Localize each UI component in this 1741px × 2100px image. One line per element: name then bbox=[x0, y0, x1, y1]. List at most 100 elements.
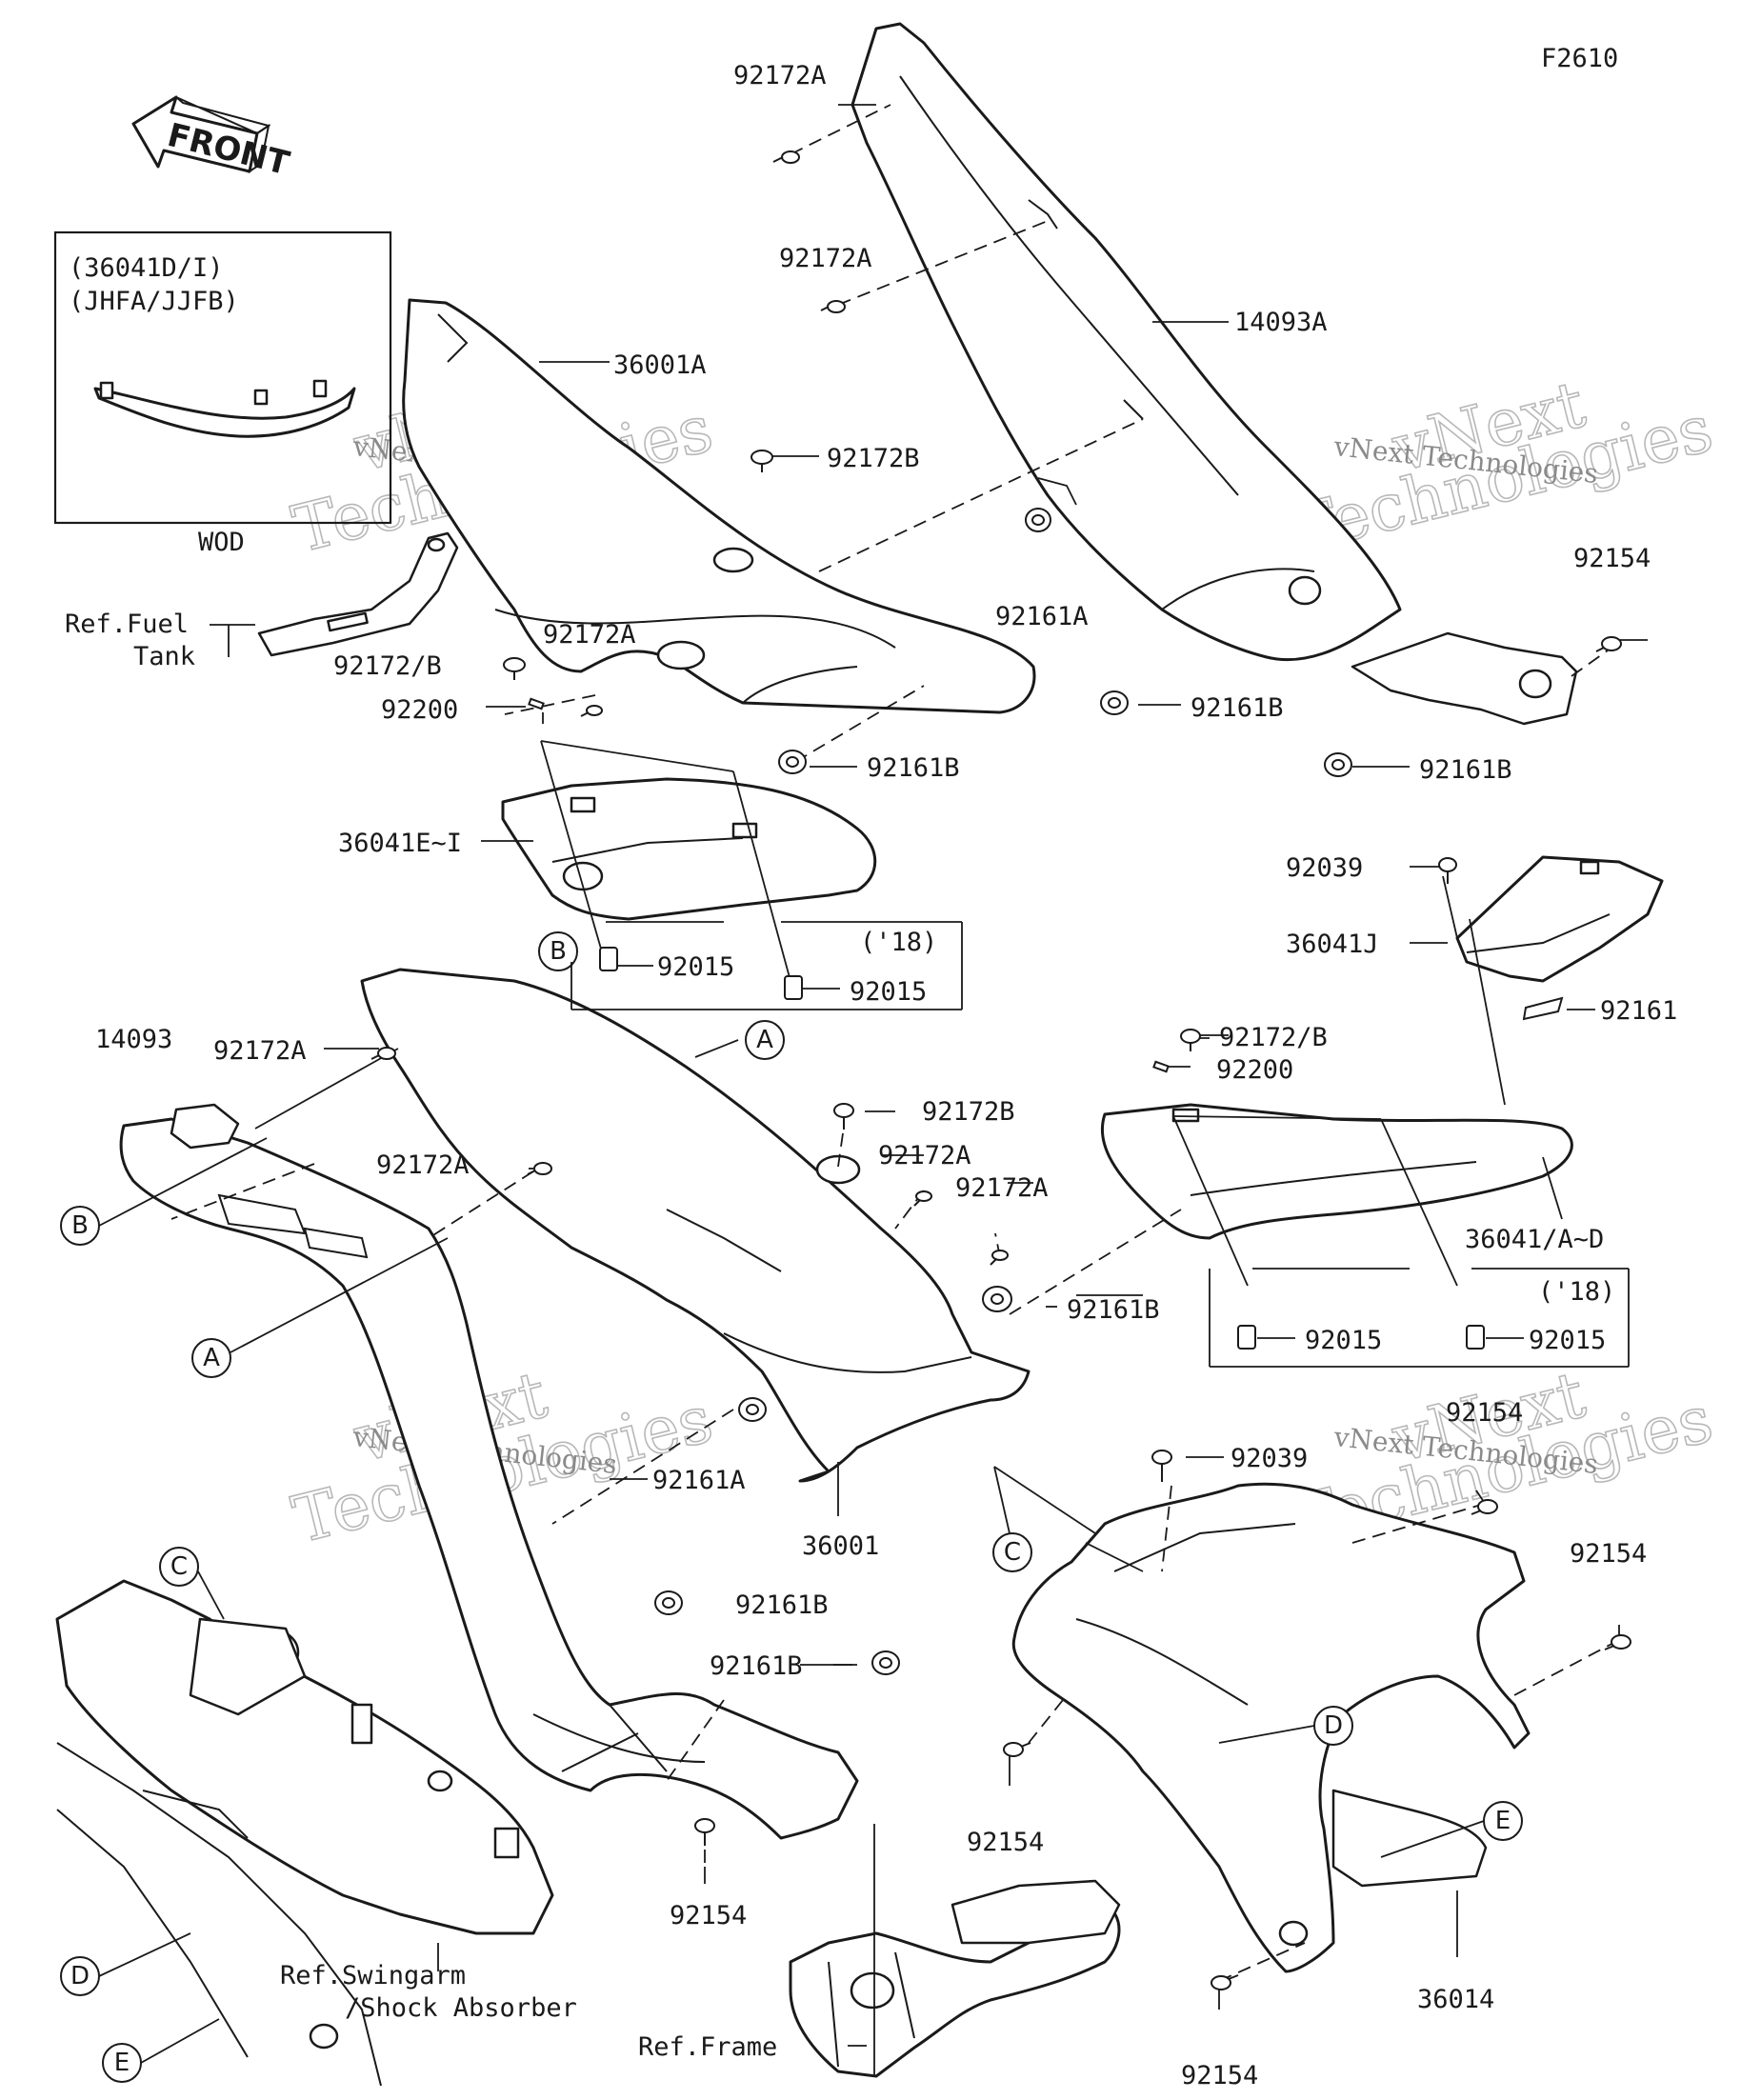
clip-icon bbox=[599, 947, 618, 971]
label-92154-bottom: 92154 bbox=[1181, 2061, 1258, 2090]
inset-caption: WOD bbox=[198, 528, 245, 557]
label-92172-B-left: 92172/B bbox=[333, 651, 442, 681]
leader-lines bbox=[98, 104, 1648, 2076]
callout-E-right: E bbox=[1483, 1801, 1523, 1841]
label-92200-right: 92200 bbox=[1216, 1055, 1293, 1085]
label-92172B-center: 92172B bbox=[922, 1097, 1015, 1127]
callout-E-left: E bbox=[102, 2043, 142, 2083]
label-92161B-right-1: 92161B bbox=[1191, 693, 1284, 723]
clip-icon bbox=[1466, 1325, 1485, 1350]
label-14093: 14093 bbox=[95, 1025, 172, 1054]
callout-C-left: C bbox=[159, 1547, 199, 1587]
fuel-tank-bracket bbox=[257, 531, 459, 657]
screw-icon bbox=[580, 705, 603, 717]
label-92015-a: 92015 bbox=[657, 952, 734, 982]
svg-text:E: E bbox=[1495, 1807, 1511, 1835]
inset-variant-box: (36041D/I) (JHFA/JJFB) WOD bbox=[53, 230, 392, 557]
callout-D-left: D bbox=[60, 1956, 100, 1996]
svg-text:A: A bbox=[203, 1344, 220, 1372]
label-92200-left: 92200 bbox=[381, 695, 458, 725]
label-92161B-right-2: 92161B bbox=[1419, 755, 1512, 785]
label-92154-right-2: 92154 bbox=[1570, 1539, 1647, 1569]
screw-icon bbox=[503, 657, 526, 680]
callout-A-left: A bbox=[191, 1338, 231, 1378]
label-92154-low: 92154 bbox=[670, 1901, 747, 1930]
callout-circles: B A B A C C D E bbox=[60, 931, 1523, 2083]
label-92039-right: 92039 bbox=[1286, 853, 1363, 883]
label-92015-d: 92015 bbox=[1529, 1326, 1606, 1355]
swingarm-frame bbox=[55, 1579, 554, 2087]
label-36014: 36014 bbox=[1417, 1985, 1494, 2014]
callout-A-upper: A bbox=[745, 1020, 785, 1060]
cover-14093 bbox=[119, 1103, 859, 1840]
label-ref-swingarm-2: /Shock Absorber bbox=[345, 1993, 577, 2023]
label-92015-c: 92015 bbox=[1305, 1326, 1382, 1355]
grommet-icon bbox=[982, 1286, 1012, 1312]
label-92172A-center-2: 92172A bbox=[955, 1173, 1049, 1203]
label-92039-low: 92039 bbox=[1231, 1444, 1308, 1473]
screw-icon bbox=[1471, 1499, 1498, 1515]
fasteners bbox=[370, 150, 1631, 1990]
grommet-icon bbox=[738, 1397, 767, 1422]
screw-icon bbox=[1151, 1450, 1172, 1482]
svg-text:D: D bbox=[70, 1962, 90, 1990]
callout-B-left: B bbox=[60, 1206, 100, 1246]
front-arrow-icon: FRONT bbox=[131, 95, 293, 183]
screw-icon bbox=[527, 1162, 552, 1175]
screw-icon bbox=[1003, 1742, 1031, 1757]
cover-36001A bbox=[402, 298, 1036, 714]
pin-icon bbox=[528, 697, 545, 710]
cover-36001 bbox=[360, 968, 1031, 1483]
label-ref-fuel-tank-1: Ref.Fuel bbox=[65, 610, 189, 639]
inset-line-1: (36041D/I) bbox=[69, 253, 224, 283]
label-36041E-I: 36041E~I bbox=[338, 829, 462, 858]
svg-text:D: D bbox=[1324, 1711, 1343, 1740]
grommet-icon bbox=[778, 750, 807, 774]
svg-text:C: C bbox=[1004, 1538, 1021, 1567]
screw-icon bbox=[370, 1047, 396, 1060]
pin-icon bbox=[1152, 1060, 1170, 1073]
svg-text:B: B bbox=[550, 937, 567, 966]
label-92161A-top: 92161A bbox=[995, 602, 1089, 631]
inset-line-2: (JHFA/JJFB) bbox=[69, 287, 239, 316]
label-14093A: 14093A bbox=[1234, 308, 1328, 337]
label-18-right: ('18) bbox=[1538, 1277, 1615, 1307]
label-36001: 36001 bbox=[802, 1531, 879, 1561]
grommet-icon bbox=[1100, 690, 1129, 715]
label-92161A-low: 92161A bbox=[652, 1466, 746, 1495]
screw-icon bbox=[913, 1190, 932, 1207]
side-piece-36041-A-D bbox=[1100, 1103, 1573, 1240]
label-92172A-left-2: 92172A bbox=[376, 1150, 470, 1180]
label-92172-B-right: 92172/B bbox=[1219, 1023, 1328, 1052]
callout-C-right: C bbox=[992, 1532, 1032, 1572]
screw-icon bbox=[1604, 1634, 1631, 1650]
part-labels: 92172A 92172A 14093A 36001A 92172B 92161… bbox=[65, 61, 1677, 2090]
label-92154-center-left: 92154 bbox=[967, 1828, 1044, 1857]
label-36041J: 36041J bbox=[1286, 930, 1379, 959]
label-92172A-left-1: 92172A bbox=[213, 1036, 307, 1066]
label-92172A-top: 92172A bbox=[733, 61, 827, 90]
cover-14093A bbox=[850, 22, 1578, 726]
screw-icon bbox=[1211, 1974, 1239, 1990]
label-92172A-left: 92172A bbox=[543, 620, 636, 650]
label-92172B-top: 92172B bbox=[827, 444, 920, 473]
callout-D-right: D bbox=[1313, 1706, 1353, 1746]
svg-text:B: B bbox=[71, 1211, 89, 1240]
label-36001A: 36001A bbox=[613, 350, 707, 380]
figure-code: F2610 bbox=[1541, 44, 1618, 73]
clip-icon bbox=[1237, 1325, 1256, 1350]
label-36041-A-D: 36041/A~D bbox=[1465, 1225, 1604, 1254]
label-ref-swingarm-1: Ref.Swingarm bbox=[280, 1961, 466, 1990]
clip-icon bbox=[784, 975, 803, 1000]
label-92172A-mid: 92172A bbox=[779, 244, 872, 273]
screw-icon bbox=[1438, 857, 1457, 884]
label-18-left: ('18) bbox=[860, 928, 937, 957]
screw-icon bbox=[772, 150, 800, 164]
label-92161B-low-1: 92161B bbox=[735, 1590, 829, 1620]
screw-icon bbox=[833, 1103, 854, 1130]
screw-icon bbox=[1595, 636, 1622, 652]
grommet-icon bbox=[1324, 752, 1352, 777]
svg-text:A: A bbox=[756, 1026, 773, 1054]
